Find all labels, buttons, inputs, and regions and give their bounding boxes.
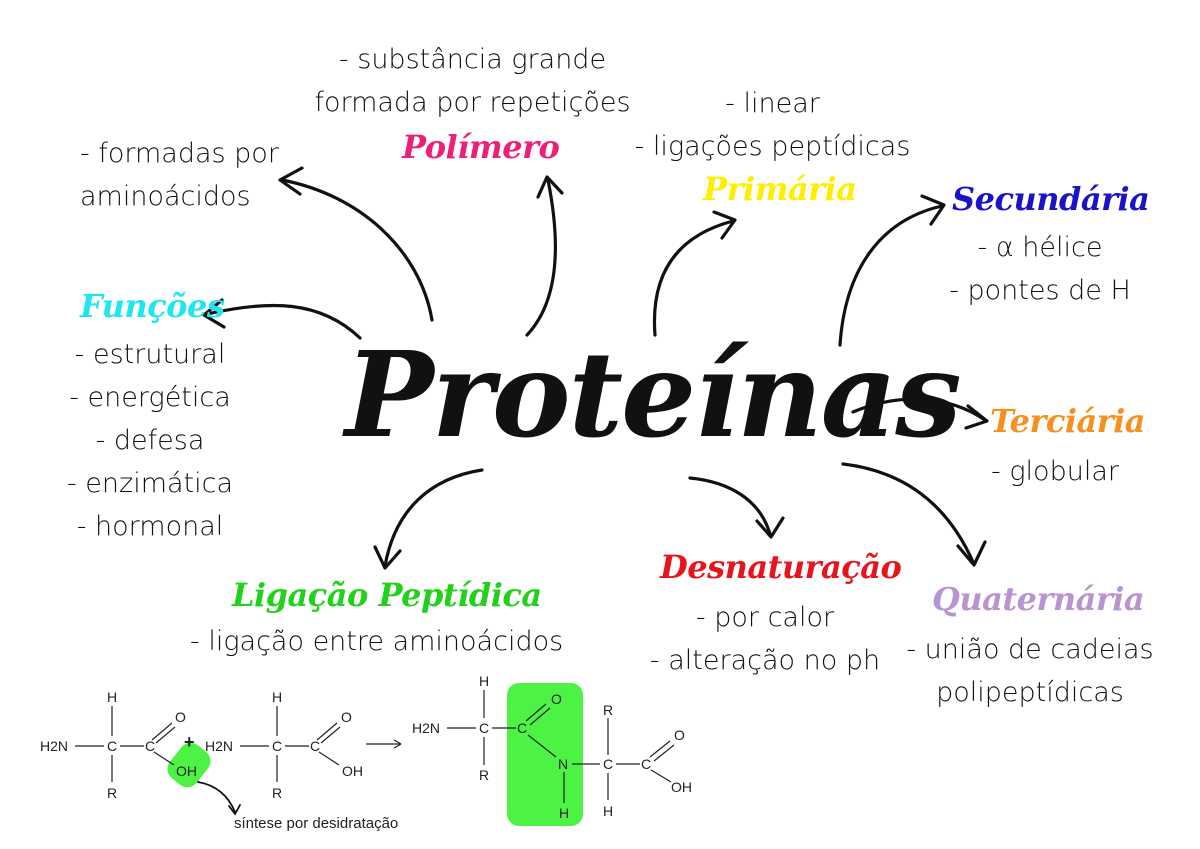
quaternaria-line-2: polipeptídicas <box>936 677 1124 708</box>
aa1-r: R <box>107 785 117 801</box>
prod-n: H2N <box>412 720 440 736</box>
prod-o: O <box>551 691 562 707</box>
prod-c2: C <box>517 720 527 736</box>
desnaturacao-line-1: - por calor <box>695 602 835 633</box>
aa2-oh: OH <box>342 763 363 779</box>
desnaturacao-line-2: - alteração no ph <box>649 645 881 676</box>
polimero-desc: - substância grande formada por repetiçõ… <box>300 38 645 124</box>
prod-r1: R <box>479 767 489 783</box>
funcoes-title: Funções <box>80 287 225 325</box>
aa2-o: O <box>341 709 352 725</box>
polimero-line-1: - substância grande <box>338 44 607 75</box>
aa1-oh: OH <box>176 763 197 779</box>
prod-oh: OH <box>671 779 692 795</box>
secundaria-title: Secundária <box>952 180 1150 218</box>
quaternaria-desc: - união de cadeias polipeptídicas <box>905 628 1155 714</box>
composicao-block: - formadas por aminoácidos <box>80 132 279 218</box>
secundaria-line-2: - pontes de H <box>949 275 1131 306</box>
prod-c3: C <box>603 756 613 772</box>
aa2-h: H <box>272 689 282 705</box>
arrow-primaria <box>652 210 737 337</box>
desnaturacao-desc: - por calor - alteração no ph <box>640 596 890 682</box>
arrow-composicao <box>278 166 434 322</box>
composicao-line-1: - formadas por <box>80 138 279 169</box>
secundaria-line-1: - α hélice <box>977 232 1103 263</box>
prod-c4: C <box>641 756 651 772</box>
prod-nh: N <box>558 756 568 772</box>
funcoes-item-5: - hormonal <box>76 511 224 542</box>
aa1-h: H <box>107 689 117 705</box>
composicao-line-2: aminoácidos <box>80 181 251 212</box>
reaction-diagram: H H2N C C O OH R + H H2N C C O OH R sínt… <box>40 675 692 832</box>
prod-o2: O <box>674 727 685 743</box>
funcoes-list: - estrutural - energética - defesa - enz… <box>50 333 250 548</box>
aa2-n: H2N <box>205 738 233 754</box>
primaria-line-2: - ligações peptídicas <box>634 131 911 162</box>
prod-h: H <box>479 675 489 689</box>
arrow-funcoes <box>202 298 362 340</box>
arrow-desnaturacao <box>688 476 785 539</box>
aa1-n: H2N <box>40 738 68 754</box>
aa2-r: R <box>272 785 282 801</box>
aa2-c1: C <box>272 738 282 754</box>
aa1-c2: C <box>145 738 155 754</box>
arrow-polimero <box>525 175 564 337</box>
desnaturacao-title: Desnaturação <box>660 548 902 586</box>
oh-highlight <box>167 742 211 788</box>
funcoes-item-2: - energética <box>69 382 231 413</box>
arrow-quaternaria <box>841 462 987 567</box>
funcoes-item-4: - enzimática <box>66 468 234 499</box>
arrow-secundaria <box>838 194 946 347</box>
reaction-caption: síntese por desidratação <box>234 815 398 832</box>
main-title: Proteínas <box>345 325 962 464</box>
arrow-terciaria <box>851 397 989 430</box>
prod-h2: H <box>559 805 569 821</box>
arrow-ligacao <box>373 468 484 570</box>
prod-r2: R <box>603 702 613 718</box>
quaternaria-line-1: - união de cadeias <box>906 634 1154 665</box>
ligacao-title: Ligação Peptídica <box>232 576 542 614</box>
primaria-desc: - linear - ligações peptídicas <box>630 82 915 168</box>
funcoes-item-1: - estrutural <box>74 339 226 370</box>
terciaria-line-1: - globular <box>991 456 1119 487</box>
aa1-c1: C <box>107 738 117 754</box>
quaternaria-title: Quaternária <box>932 580 1145 618</box>
polimero-title: Polímero <box>402 128 560 166</box>
aa1-o: O <box>175 709 186 725</box>
plus-sign: + <box>184 732 195 752</box>
prod-h3: H <box>603 803 613 819</box>
prod-c1: C <box>479 720 489 736</box>
secundaria-desc: - α hélice - pontes de H <box>930 226 1150 312</box>
terciaria-desc: - globular <box>970 450 1140 493</box>
terciaria-title: Terciária <box>990 402 1145 440</box>
primaria-line-1: - linear <box>725 88 820 119</box>
ligacao-desc: - ligação entre aminoácidos <box>190 620 563 663</box>
funcoes-item-3: - defesa <box>95 425 205 456</box>
primaria-title: Primária <box>703 170 857 208</box>
polimero-line-2: formada por repetições <box>314 87 631 118</box>
ligacao-line-1: - ligação entre aminoácidos <box>190 626 564 657</box>
aa2-c2: C <box>310 738 320 754</box>
